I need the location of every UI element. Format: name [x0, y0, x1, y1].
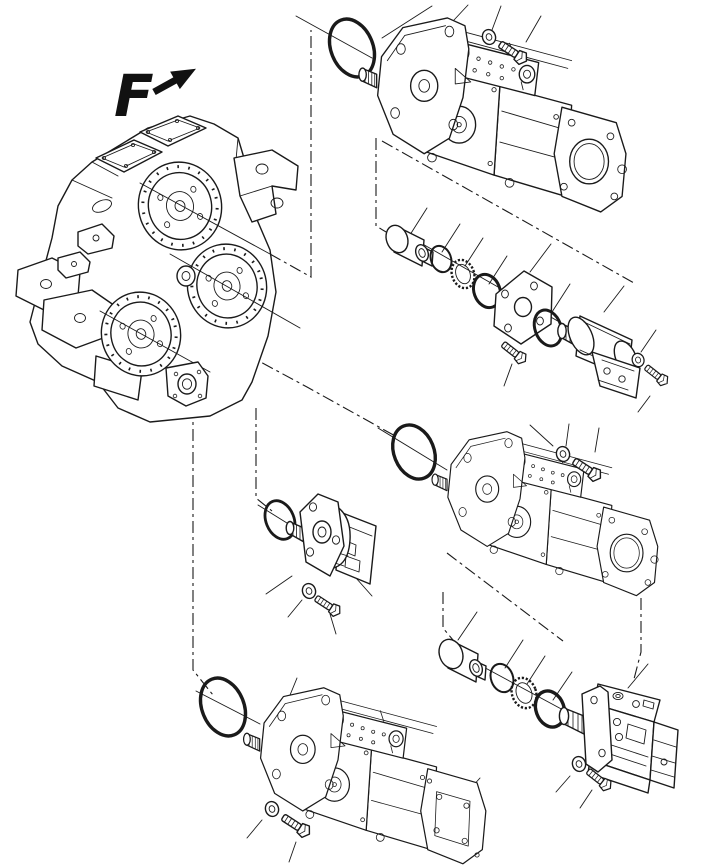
gearbox-flange-circle-top	[137, 161, 223, 251]
hex-bolt-plate	[498, 338, 530, 367]
tandem-pump-top	[358, 17, 628, 213]
view-label: F	[114, 62, 154, 130]
center-lines	[192, 30, 642, 696]
coupling-bushing-bottom	[438, 638, 487, 683]
view-arrow-icon	[152, 68, 196, 96]
o-ring-small-bottom-row	[489, 662, 515, 694]
view-direction-indicator: F	[114, 62, 196, 130]
o-ring-medium-top-row	[471, 272, 503, 310]
o-ring-gear-pump	[263, 499, 297, 541]
o-ring-medium-bottom-row	[533, 689, 567, 729]
hex-bolt-gear-pump	[312, 592, 344, 620]
gearbox-pto-flange	[165, 361, 209, 407]
washer-top	[479, 27, 499, 47]
gearbox-right-bracket	[233, 149, 299, 223]
hex-bolt-bottom	[278, 810, 314, 841]
tandem-pump-middle	[431, 431, 659, 597]
washer-gear-pump	[299, 581, 319, 601]
gear-pump	[285, 493, 377, 585]
o-ring-bottom	[198, 676, 248, 738]
o-ring-small-top-row	[429, 244, 453, 274]
pump-drive-gearbox	[15, 115, 301, 423]
pilot-pump	[557, 315, 641, 399]
adapter-plate	[493, 270, 553, 345]
washer-bottom	[262, 799, 282, 819]
retaining-ring-top-row	[450, 258, 476, 290]
fan-pump	[558, 683, 679, 794]
hex-bolt-pilot	[641, 361, 672, 389]
retaining-ring-bottom-row	[510, 676, 538, 710]
coupling-bushing-top	[385, 224, 434, 267]
tandem-pump-bottom	[242, 687, 487, 865]
o-ring-middle	[390, 423, 438, 481]
